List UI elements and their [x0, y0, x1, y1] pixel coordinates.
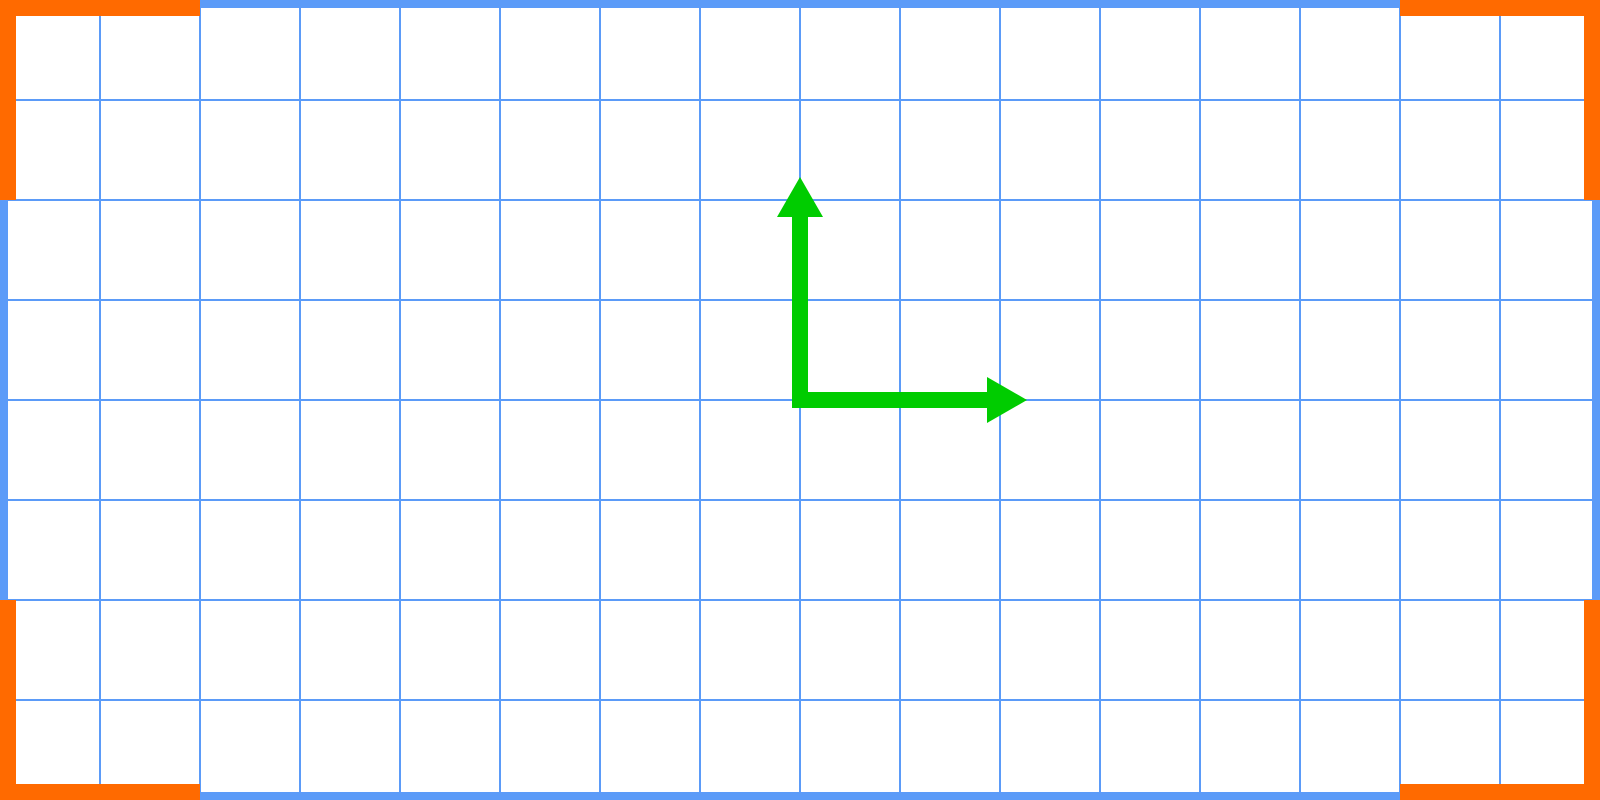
corner-marker-top-right	[1400, 0, 1600, 200]
corner-marker-bar	[1584, 600, 1600, 800]
frame-border-left	[0, 0, 8, 800]
corner-marker-bottom-right	[1400, 600, 1600, 800]
horizontal-axis-arrow-icon	[792, 377, 1027, 423]
corner-marker-bar	[0, 600, 16, 800]
vertical-axis-head	[777, 177, 823, 217]
corner-marker-bar	[0, 784, 200, 800]
corner-marker-top-left	[0, 0, 200, 200]
corner-marker-bar	[1400, 0, 1600, 16]
horizontal-axis-head	[987, 377, 1027, 423]
vertical-axis-arrow-icon	[777, 177, 823, 408]
frame-border-bottom	[0, 792, 1600, 800]
corner-marker-bar	[0, 0, 200, 16]
frame-border-top	[0, 0, 1600, 8]
vertical-axis-shaft	[792, 215, 808, 408]
corner-marker-bar	[0, 0, 16, 200]
horizontal-axis-shaft	[792, 392, 989, 408]
axes-gizmo	[777, 177, 1027, 423]
corner-marker-bar	[1584, 0, 1600, 200]
corner-marker-bottom-left	[0, 600, 200, 800]
corner-marker-bar	[1400, 784, 1600, 800]
frame-border-right	[1592, 0, 1600, 800]
